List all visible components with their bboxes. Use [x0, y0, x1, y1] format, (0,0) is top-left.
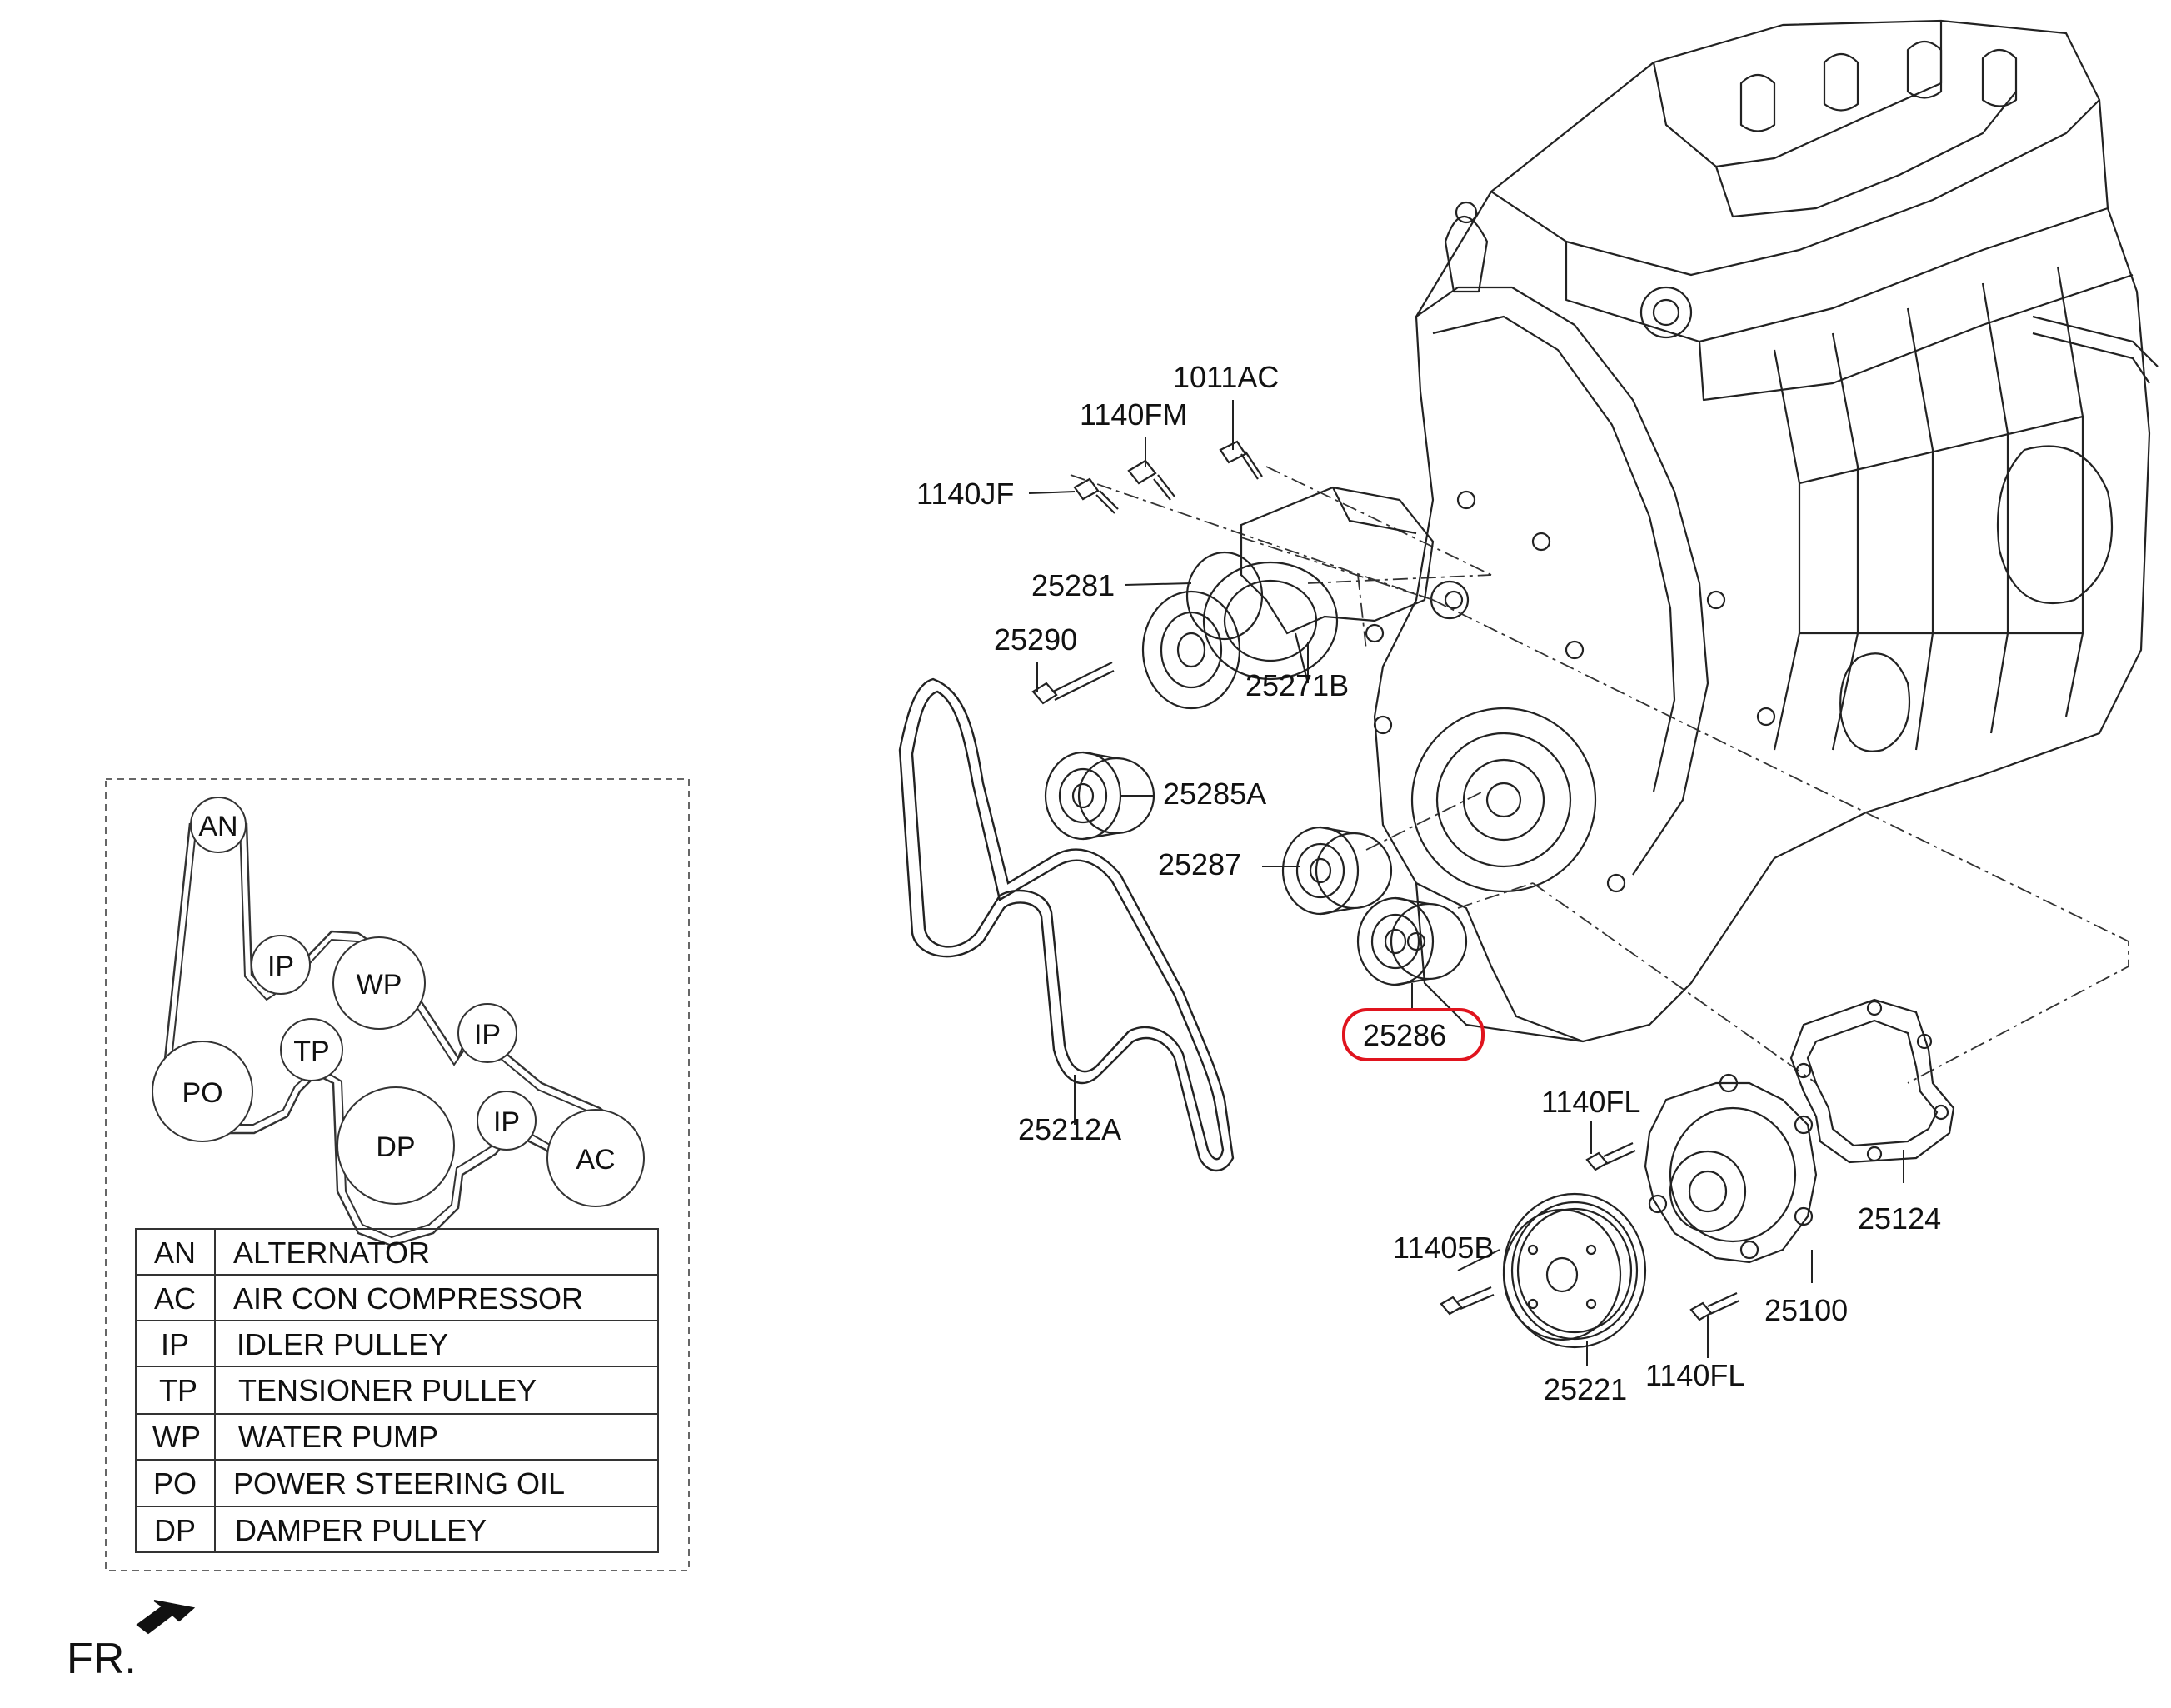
serpentine-belt: [898, 677, 1235, 1172]
pulley-an: [190, 797, 247, 853]
legend-code: TP: [159, 1373, 197, 1407]
component-bolts-top: [1031, 440, 1263, 705]
pulley-ip-2-label: IP: [474, 1019, 501, 1051]
water-pump: [1644, 1073, 1818, 1264]
legend-row: TP TENSIONER PULLEY: [159, 1373, 537, 1407]
legend-code: AC: [154, 1281, 196, 1316]
pulley-ip-1: [251, 935, 311, 995]
pulley-an-label: AN: [198, 811, 237, 842]
pulley-ip-3: [477, 1091, 537, 1151]
engine-block-illustration: [1365, 19, 2159, 1043]
pulley-wp-label: WP: [357, 969, 402, 1001]
pulley-ip-2: [457, 1003, 517, 1063]
legend-row: PO POWER STEERING OIL: [153, 1466, 565, 1501]
label-25285a[interactable]: 25285A: [1163, 777, 1266, 811]
legend-name: TENSIONER PULLEY: [238, 1373, 537, 1407]
pulley-ac: [546, 1109, 645, 1207]
label-1140jf[interactable]: 1140JF: [916, 477, 1014, 511]
belt-routing-panel: AN IP WP IP PO TP DP IP AC AN ALTERNATOR…: [105, 778, 690, 1571]
pulley-tp: [280, 1018, 343, 1081]
legend-name: IDLER PULLEY: [237, 1327, 448, 1361]
label-25100[interactable]: 25100: [1764, 1293, 1848, 1327]
pulley-dp: [337, 1086, 455, 1205]
legend-name: AIR CON COMPRESSOR: [233, 1281, 583, 1316]
label-11405b[interactable]: 11405B: [1393, 1231, 1494, 1265]
pulley-ip-3-label: IP: [493, 1106, 520, 1138]
idler-pulley-25287: [1281, 826, 1393, 916]
water-pump-pulley: [1502, 1192, 1647, 1349]
legend-code: PO: [153, 1466, 197, 1501]
label-25290[interactable]: 25290: [994, 622, 1077, 657]
legend-row: IP IDLER PULLEY: [161, 1327, 448, 1361]
front-arrow-icon: [136, 1600, 196, 1635]
pulley-dp-label: DP: [376, 1131, 415, 1163]
legend-table: AN ALTERNATOR AC AIR CON COMPRESSOR IP I…: [135, 1228, 659, 1553]
pulley-tp-label: TP: [293, 1036, 329, 1067]
legend-code: WP: [152, 1420, 201, 1454]
pulley-po: [152, 1041, 253, 1142]
legend-name: POWER STEERING OIL: [233, 1466, 565, 1501]
label-25286[interactable]: 25286: [1363, 1018, 1446, 1052]
label-25221[interactable]: 25221: [1544, 1372, 1627, 1406]
idler-pulley-25286: [1356, 896, 1468, 986]
legend-code: DP: [154, 1513, 196, 1547]
legend-row: WP WATER PUMP: [152, 1420, 438, 1454]
label-25281[interactable]: 25281: [1031, 568, 1115, 602]
legend-row: AC AIR CON COMPRESSOR: [154, 1281, 583, 1316]
label-25212a[interactable]: 25212A: [1018, 1112, 1121, 1146]
tensioner-assembly: [1141, 486, 1435, 710]
pulley-wp: [332, 936, 426, 1030]
legend-code: IP: [161, 1327, 189, 1361]
label-25271b[interactable]: 25271B: [1245, 668, 1349, 702]
label-1140fl-top[interactable]: 1140FL: [1541, 1085, 1640, 1119]
legend-row: AN ALTERNATOR: [154, 1236, 430, 1270]
part-labels: 1011AC 1140FM 1140JF 25281 25290 25271B …: [916, 360, 1941, 1406]
leader-lines: [1028, 400, 1904, 1366]
legend-name: ALTERNATOR: [233, 1236, 430, 1270]
pulley-ac-label: AC: [576, 1144, 615, 1176]
legend-row: DP DAMPER PULLEY: [154, 1513, 487, 1547]
gasket: [1789, 998, 1955, 1164]
pulley-ip-1-label: IP: [267, 951, 294, 982]
highlight-ring-25286: [1342, 1008, 1485, 1061]
pulley-po-label: PO: [182, 1077, 222, 1109]
legend-name: DAMPER PULLEY: [235, 1513, 487, 1547]
assembly-guide-lines: [1070, 466, 2129, 1084]
front-label: FR.: [67, 1635, 137, 1683]
front-direction-indicator: FR.: [67, 1600, 196, 1683]
label-25124[interactable]: 25124: [1858, 1201, 1941, 1236]
legend-name: WATER PUMP: [238, 1420, 438, 1454]
label-25287[interactable]: 25287: [1158, 847, 1241, 881]
label-1011ac[interactable]: 1011AC: [1173, 360, 1279, 394]
label-1140fl-bottom[interactable]: 1140FL: [1645, 1358, 1744, 1392]
legend-code: AN: [154, 1236, 196, 1270]
component-bolts-bottom: [1440, 1141, 1740, 1321]
label-1140fm[interactable]: 1140FM: [1080, 397, 1187, 432]
